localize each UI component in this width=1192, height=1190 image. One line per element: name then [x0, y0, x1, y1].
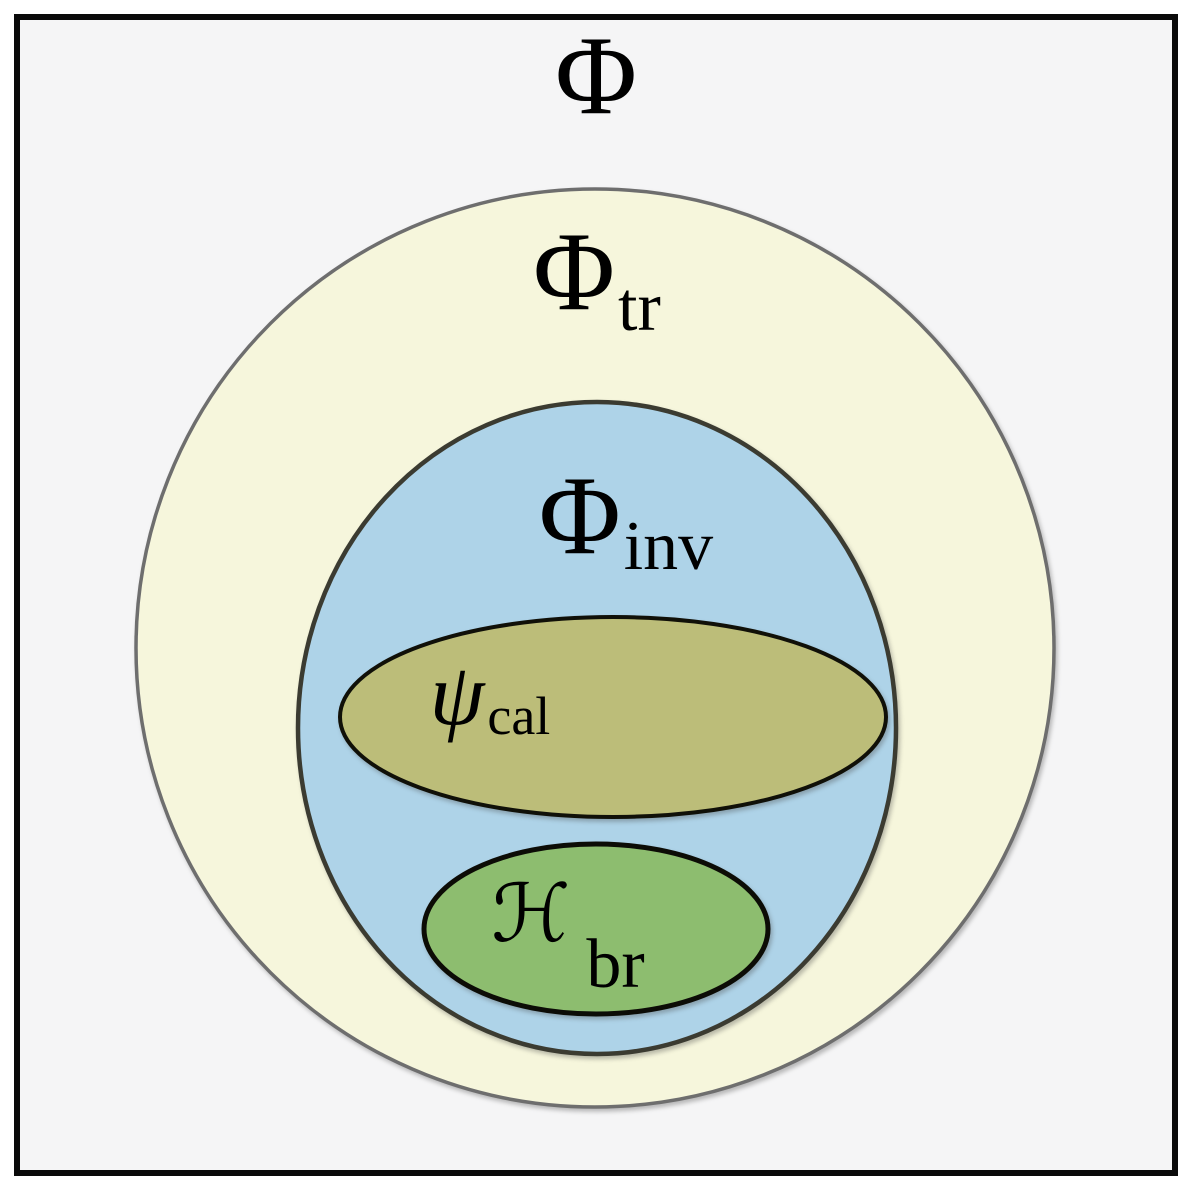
set-h-br-ellipse — [421, 841, 771, 1017]
label-psi-cal-subscript: cal — [487, 686, 551, 746]
set-psi-cal-ellipse — [338, 615, 888, 819]
label-h-br-symbol: ℋ — [491, 867, 571, 960]
label-h-br: ℋ br — [491, 874, 644, 1000]
label-phi-tr-subscript: tr — [618, 269, 661, 346]
label-phi-inv-subscript: inv — [623, 508, 714, 585]
label-psi-cal-symbol: ψ — [429, 647, 485, 744]
label-phi-tr-symbol: Φ — [533, 210, 616, 334]
label-phi-tr: Φ tr — [533, 216, 661, 343]
label-phi: Φ — [0, 20, 1192, 132]
label-phi-inv: Φ inv — [539, 460, 713, 582]
label-phi-inv-symbol: Φ — [538, 454, 621, 578]
label-h-br-subscript: br — [586, 926, 645, 1003]
label-phi-symbol: Φ — [555, 14, 637, 138]
label-psi-cal: ψ cal — [429, 647, 551, 746]
